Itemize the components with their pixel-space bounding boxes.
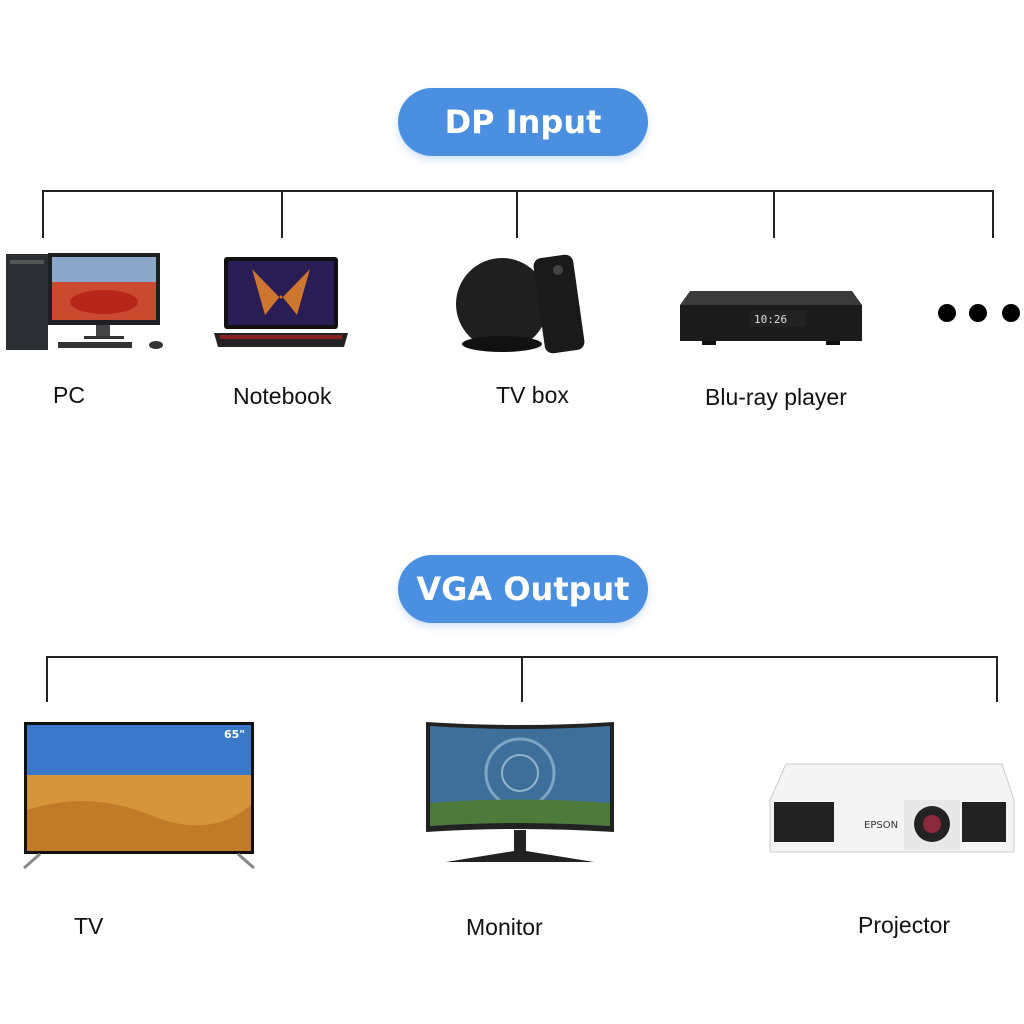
tv-icon: 65" <box>23 722 255 870</box>
pc-icon <box>6 253 163 350</box>
ellipsis-icon <box>1002 304 1020 322</box>
monitor-icon <box>426 722 614 862</box>
laptop-icon <box>214 257 348 347</box>
svg-text:10:26: 10:26 <box>754 313 787 326</box>
dp-input-header: DP Input <box>398 88 648 156</box>
device-label-bluray: Blu-ray player <box>705 384 847 410</box>
input-branch-notebook <box>281 190 283 238</box>
ellipsis-icon <box>938 304 956 322</box>
device-label-projector: Projector <box>858 912 951 938</box>
device-label-tv: TV <box>74 913 104 939</box>
output-branch-monitor <box>521 656 523 702</box>
input-branch-more <box>992 190 994 238</box>
output-branch-tv <box>46 656 48 702</box>
bluray-player-icon: 10:26 <box>680 291 862 345</box>
tv-box-icon <box>456 254 585 354</box>
device-label-notebook: Notebook <box>233 383 332 409</box>
input-branch-bluray <box>773 190 775 238</box>
input-tree-horizontal <box>42 190 994 192</box>
input-branch-pc <box>42 190 44 238</box>
device-label-monitor: Monitor <box>466 914 543 940</box>
projector-brand: EPSON <box>864 820 898 831</box>
output-branch-projector <box>996 656 998 702</box>
tv-size-badge: 65" <box>224 728 245 741</box>
device-label-pc: PC <box>53 382 85 408</box>
input-branch-tvbox <box>516 190 518 238</box>
ellipsis-icon <box>969 304 987 322</box>
device-label-tvbox: TV box <box>496 382 569 408</box>
projector-icon: EPSON <box>769 763 1015 853</box>
vga-output-header: VGA Output <box>398 555 648 623</box>
